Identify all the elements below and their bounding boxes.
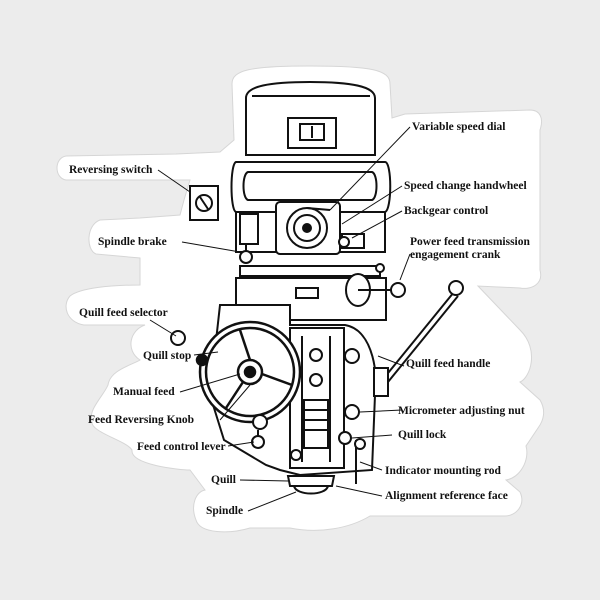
label-alignment-reference-face: Alignment reference face (385, 490, 508, 502)
label-feed-control-lever: Feed control lever (137, 441, 226, 453)
spindle-nose (286, 475, 336, 495)
label-quill-feed-selector: Quill feed selector (79, 307, 168, 319)
label-reversing-switch: Reversing switch (69, 164, 153, 176)
label-micrometer-adjusting-nut: Micrometer adjusting nut (398, 405, 525, 417)
label-quill-stop: Quill stop (143, 350, 192, 362)
power-feed-crank (345, 263, 406, 307)
label-indicator-mounting-rod: Indicator mounting rod (385, 465, 501, 477)
manual-feed-handwheel (195, 320, 302, 424)
reversing-switch (189, 185, 219, 221)
motor-housing (245, 80, 376, 156)
spindle-brake (239, 213, 259, 264)
speed-change-handwheel (275, 201, 341, 255)
label-variable-speed-dial: Variable speed dial (412, 121, 506, 133)
feed-control-lever-knob (251, 414, 268, 449)
label-spindle: Spindle (206, 505, 244, 517)
quill-feed-handle (373, 280, 464, 397)
label-feed-reversing-knob: Feed Reversing Knob (88, 414, 195, 426)
label-spindle-brake: Spindle brake (98, 236, 167, 248)
label-speed-change-handwheel: Speed change handwheel (404, 180, 527, 192)
label-quill-feed-handle: Quill feed handle (406, 358, 491, 370)
label-power-feed-crank-line2: engagement crank (410, 249, 501, 261)
quill-feed-selector-knob (170, 330, 186, 346)
label-quill: Quill (211, 474, 236, 486)
label-backgear-control: Backgear control (404, 205, 489, 217)
label-power-feed-crank-line1: Power feed transmission (410, 236, 530, 248)
label-manual-feed: Manual feed (113, 386, 175, 398)
indicator-mounting-rod (354, 438, 366, 484)
label-quill-lock: Quill lock (398, 429, 447, 441)
leader-lines (149, 126, 411, 512)
backgear-control (338, 233, 365, 249)
